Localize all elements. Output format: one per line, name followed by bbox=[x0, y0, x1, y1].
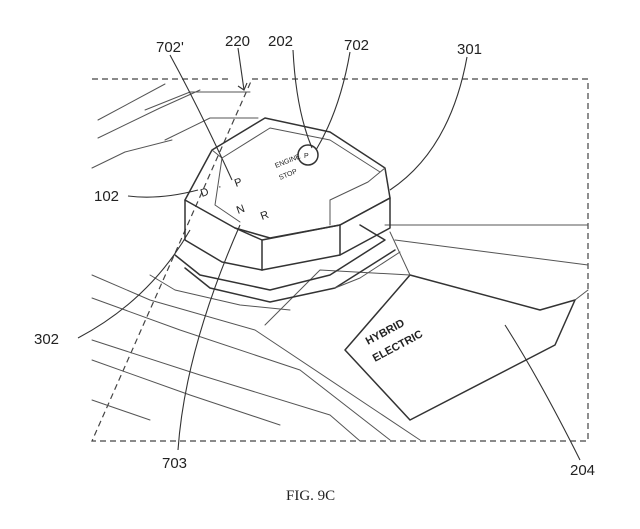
hybrid-electric-indicator: HYBRID ELECTRIC bbox=[364, 317, 425, 364]
display-panel bbox=[264, 231, 576, 421]
ref-102: 102 bbox=[94, 188, 119, 205]
recess-base bbox=[149, 224, 401, 311]
ref-220: 220 bbox=[225, 33, 250, 50]
leader-lines bbox=[77, 47, 581, 461]
ref-302: 302 bbox=[34, 331, 59, 348]
power-symbol-ring bbox=[297, 144, 319, 166]
console-surface-lines bbox=[91, 83, 589, 442]
console-boundary bbox=[91, 78, 589, 442]
ref-301: 301 bbox=[457, 41, 482, 58]
shift-knob bbox=[184, 117, 391, 271]
ref-702-prime: 702' bbox=[156, 39, 184, 56]
engine-label: ENGINE bbox=[274, 153, 302, 170]
power-symbol-text: P bbox=[304, 153, 309, 160]
gear-dot: · bbox=[218, 181, 222, 193]
gear-n: N bbox=[235, 203, 247, 217]
ref-202: 202 bbox=[268, 33, 293, 50]
ref-703: 703 bbox=[162, 455, 187, 472]
gear-r: R bbox=[259, 209, 271, 223]
gear-p: P bbox=[233, 176, 244, 190]
reference-numerals: 220 702' 202 702 301 102 302 703 204 bbox=[34, 33, 595, 479]
gear-indicators: D · P N R bbox=[199, 176, 271, 223]
figure-caption: FIG. 9C bbox=[286, 488, 335, 504]
ref-204: 204 bbox=[570, 462, 595, 479]
gear-d: D bbox=[199, 186, 211, 200]
ref-702: 702 bbox=[344, 37, 369, 54]
engine-stop-button: P ENGINE STOP bbox=[274, 144, 319, 182]
stop-label: STOP bbox=[278, 168, 298, 182]
